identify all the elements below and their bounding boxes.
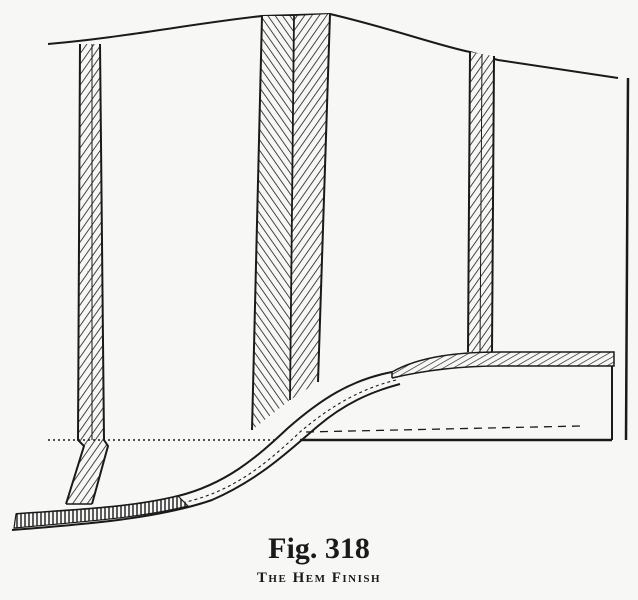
figure-number: Fig. 318 xyxy=(0,532,638,566)
center-seam xyxy=(252,14,330,430)
right-seam xyxy=(468,52,494,352)
garment-top-edge xyxy=(48,14,618,78)
garment-right-edge xyxy=(626,78,628,440)
left-seam xyxy=(66,44,108,504)
figure-caption: The Hem Finish xyxy=(0,570,638,587)
